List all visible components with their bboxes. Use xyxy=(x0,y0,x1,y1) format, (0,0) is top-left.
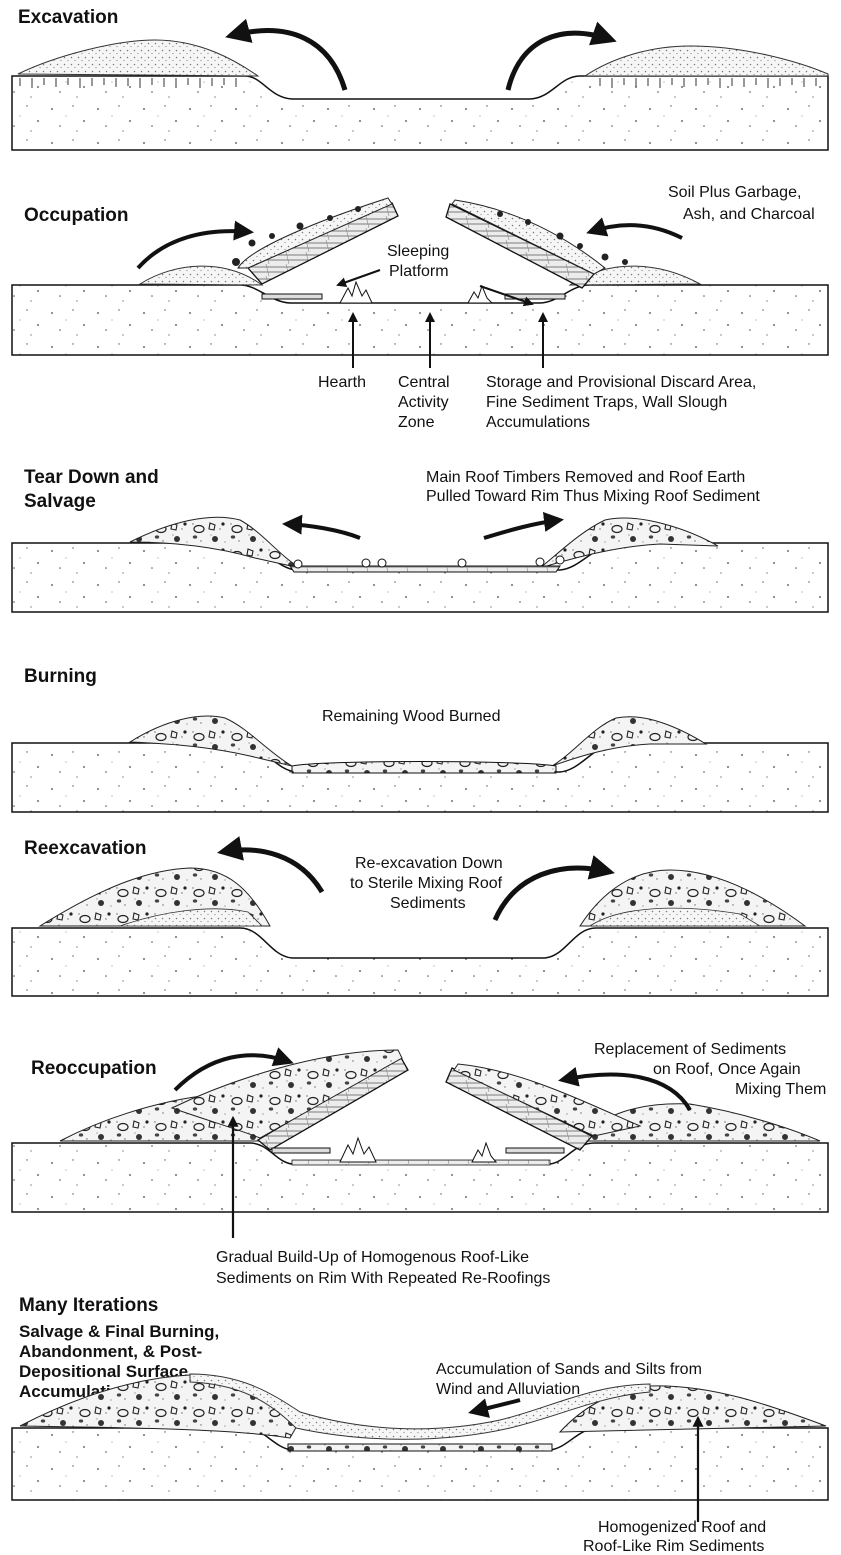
label-storage-3: Accumulations xyxy=(486,414,590,431)
spoil-pile-left xyxy=(18,40,258,76)
label-soil-garbage-1: Soil Plus Garbage, xyxy=(668,184,801,201)
spoil-pile-right xyxy=(585,46,828,76)
label-salvage-1: Salvage & Final Burning, xyxy=(19,1322,219,1341)
label-reexcavation-3: Sediments xyxy=(390,895,466,912)
hearth-fire-icon xyxy=(340,282,372,303)
label-remaining-wood: Remaining Wood Burned xyxy=(322,708,500,725)
floor-layer xyxy=(292,1160,550,1165)
stage-occupation: Occupation Soil Plus Garbage, Ash, and C… xyxy=(12,184,828,431)
stage-excavation: Excavation xyxy=(12,7,828,150)
label-accumulation-1: Accumulation of Sands and Silts from xyxy=(436,1361,702,1378)
roof-sediment-right xyxy=(452,200,605,274)
label-hearth: Hearth xyxy=(318,374,366,391)
floor-layer xyxy=(288,1444,552,1451)
floor-debris xyxy=(290,566,560,572)
stage-reexcavation: Reexcavation Re-excavation Down to Steri… xyxy=(12,838,828,996)
stage-reoccupation: Reoccupation Replacement of Sediments on… xyxy=(12,1041,828,1287)
label-central-activity-3: Zone xyxy=(398,414,435,431)
label-reexcavation-1: Re-excavation Down xyxy=(355,855,503,872)
label-sleeping-platform-1: Sleeping xyxy=(387,243,449,260)
salvage-arrow-left xyxy=(286,524,360,538)
stage-many-iterations: Many Iterations Salvage & Final Burning,… xyxy=(12,1295,828,1555)
ground-profile xyxy=(12,928,828,996)
stage-title: Tear Down and xyxy=(24,467,159,488)
label-storage-1: Storage and Provisional Discard Area, xyxy=(486,374,756,391)
label-reexcavation-2: to Sterile Mixing Roof xyxy=(350,875,503,892)
occupation-arrow-right xyxy=(590,225,682,238)
hearth-fire-icon xyxy=(340,1138,376,1162)
label-roof-timbers-1: Main Roof Timbers Removed and Roof Earth xyxy=(426,469,745,486)
sleeping-platform-left xyxy=(262,294,322,299)
label-homogenized-2: Roof-Like Rim Sediments xyxy=(583,1538,764,1555)
platform-arrow-left xyxy=(338,270,380,285)
sleeping-platform-right xyxy=(506,1148,564,1153)
stage-title: Many Iterations xyxy=(19,1295,158,1316)
stage-title: Excavation xyxy=(18,7,118,28)
label-replacement-3: Mixing Them xyxy=(735,1081,826,1098)
ground-profile xyxy=(12,1143,828,1212)
stage-tear-down-salvage: Tear Down and Salvage Main Roof Timbers … xyxy=(12,467,828,612)
accumulation-arrow xyxy=(472,1400,520,1412)
ground-profile xyxy=(12,76,828,150)
label-sleeping-platform-2: Platform xyxy=(389,263,449,280)
stage-burning: Burning Remaining Wood Burned xyxy=(12,666,828,812)
salvage-arrow-right xyxy=(484,520,560,538)
ground-profile xyxy=(12,743,828,812)
stage-title: Occupation xyxy=(24,205,129,226)
burned-floor-layer xyxy=(292,762,556,774)
stage-title-line2: Salvage xyxy=(24,491,96,512)
label-storage-2: Fine Sediment Traps, Wall Slough xyxy=(486,394,727,411)
label-soil-garbage-2: Ash, and Charcoal xyxy=(683,206,815,223)
label-replacement-1: Replacement of Sediments xyxy=(594,1041,786,1058)
sleeping-platform-left xyxy=(272,1148,330,1153)
stage-title: Reoccupation xyxy=(31,1058,157,1079)
ground-profile xyxy=(12,543,828,612)
label-gradual-2: Sediments on Rim With Repeated Re-Roofin… xyxy=(216,1270,550,1287)
stage-title: Burning xyxy=(24,666,97,687)
ground-profile xyxy=(12,285,828,355)
label-roof-timbers-2: Pulled Toward Rim Thus Mixing Roof Sedim… xyxy=(426,488,760,505)
label-replacement-2: on Roof, Once Again xyxy=(653,1061,801,1078)
label-homogenized-1: Homogenized Roof and xyxy=(598,1519,766,1536)
label-accumulation-2: Wind and Alluviation xyxy=(436,1381,580,1398)
label-central-activity-2: Activity xyxy=(398,394,449,411)
fire-icon xyxy=(472,1143,496,1162)
berm-left xyxy=(140,266,262,285)
label-salvage-2: Abandonment, & Post- xyxy=(19,1342,202,1361)
stage-title: Reexcavation xyxy=(24,838,147,859)
label-gradual-1: Gradual Build-Up of Homogenous Roof-Like xyxy=(216,1249,529,1266)
label-central-activity-1: Central xyxy=(398,374,450,391)
